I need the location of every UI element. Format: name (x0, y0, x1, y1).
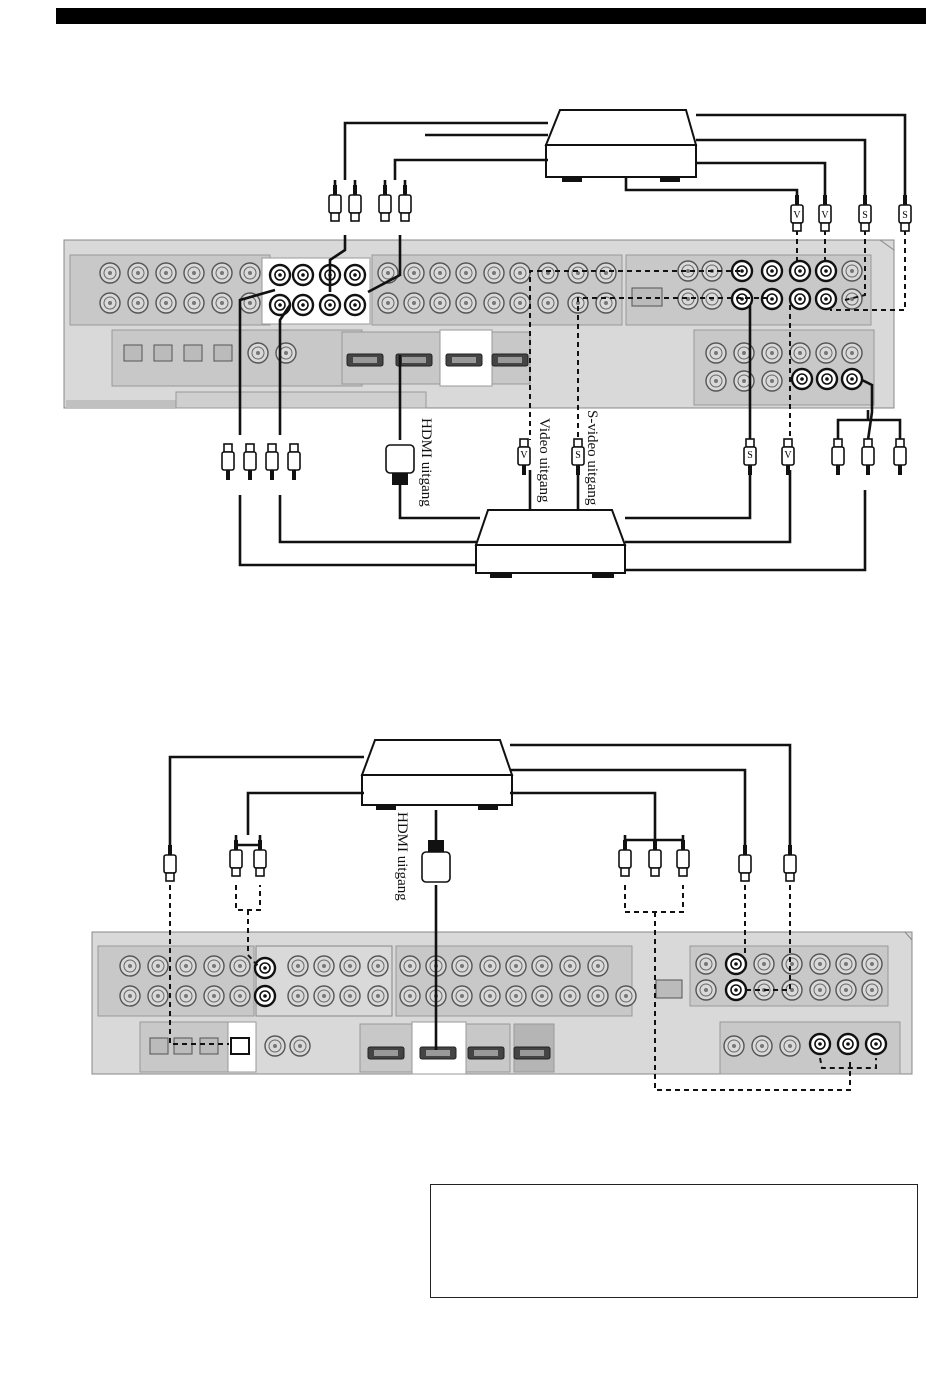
svideo-out-label: S-video uitgang (584, 410, 600, 506)
bottom-plugs (164, 840, 796, 882)
hdmi-out-label-top: HDMI uitgang (418, 418, 434, 507)
video-out-label: Video uitgang (536, 418, 552, 503)
svg-text:S: S (902, 210, 908, 221)
svg-text:V: V (784, 450, 792, 461)
top-source-device-box (546, 110, 696, 182)
legend-box (430, 1184, 918, 1298)
bottom-source-device-box (362, 740, 512, 810)
svg-text:S: S (747, 450, 753, 461)
svg-text:S: S (575, 450, 581, 461)
svg-text:V: V (821, 210, 829, 221)
hdmi-out-label-bottom: HDMI uitgang (394, 812, 410, 901)
svg-text:S: S (862, 210, 868, 221)
svg-text:V: V (793, 210, 801, 221)
top-display-device-box (476, 510, 625, 578)
svg-text:V: V (520, 450, 528, 461)
